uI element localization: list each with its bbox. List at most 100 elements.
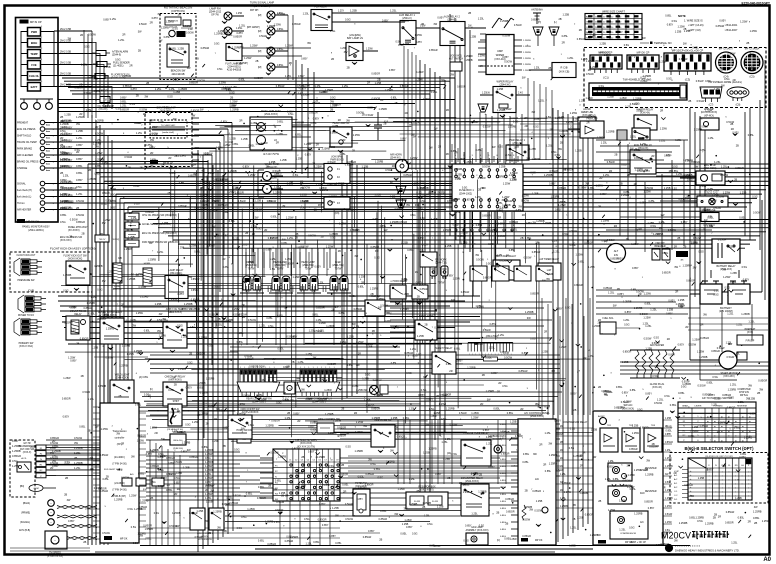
svg-text:1.25W: 1.25W: [723, 276, 731, 279]
svg-text:3W: 3W: [475, 254, 479, 257]
svg-text:3W: 3W: [748, 384, 752, 388]
svg-text:1.25W: 1.25W: [229, 105, 237, 108]
svg-text:○: ○: [722, 490, 724, 493]
svg-text:1.25RB: 1.25RB: [230, 108, 239, 112]
svg-text:0.85GR: 0.85GR: [350, 228, 359, 232]
svg-text:1.25B: 1.25B: [437, 506, 444, 509]
svg-text:3W: 3W: [560, 482, 564, 484]
svg-text:0.5GW: 0.5GW: [330, 131, 338, 134]
svg-text:0.5G: 0.5G: [84, 45, 89, 48]
svg-text:1.25L: 1.25L: [306, 543, 313, 546]
svg-text:0.85GR: 0.85GR: [143, 524, 152, 527]
svg-text:2B: 2B: [450, 195, 453, 199]
svg-text:0.5GW: 0.5GW: [515, 435, 523, 438]
svg-text:1: 1: [487, 259, 489, 261]
svg-text:1.25RB: 1.25RB: [265, 520, 274, 523]
svg-text:0.85L: 0.85L: [324, 484, 331, 487]
svg-text:1.25W: 1.25W: [478, 54, 486, 57]
svg-text:1.25L: 1.25L: [475, 304, 482, 308]
svg-text:1.25RB: 1.25RB: [145, 528, 154, 531]
svg-text:2B: 2B: [560, 442, 563, 444]
svg-text:1.25RB: 1.25RB: [753, 510, 762, 514]
svg-text:6: 6: [623, 519, 625, 521]
svg-text:2R: 2R: [50, 466, 53, 470]
svg-text:0.85L: 0.85L: [446, 363, 453, 366]
svg-text:1: 1: [265, 367, 266, 369]
svg-text:0.5G: 0.5G: [379, 297, 385, 301]
svg-text:1.25W: 1.25W: [558, 203, 566, 207]
svg-text:3W: 3W: [703, 313, 707, 316]
svg-text:7: 7: [126, 320, 128, 322]
svg-text:1: 1: [257, 367, 258, 369]
svg-text:(XXXX-XXXX): (XXXX-XXXX): [68, 259, 83, 261]
svg-text:R4: R4: [275, 499, 279, 501]
svg-text:N: N: [275, 477, 277, 479]
svg-text:2B: 2B: [683, 244, 686, 248]
svg-text:1.25L: 1.25L: [354, 325, 361, 328]
svg-text:5: 5: [130, 223, 132, 225]
svg-text:0.5GW: 0.5GW: [450, 424, 458, 427]
svg-text:3: 3: [701, 88, 703, 90]
svg-text:3: 3: [527, 388, 529, 390]
svg-text:(24V-60W): (24V-60W): [349, 34, 361, 37]
svg-text:6: 6: [197, 373, 199, 375]
svg-text:5: 5: [543, 491, 545, 493]
svg-text:1.25B: 1.25B: [279, 492, 286, 495]
svg-text:0.85Y: 0.85Y: [161, 477, 168, 480]
svg-text:1.25W: 1.25W: [750, 413, 758, 416]
svg-text:1.25W: 1.25W: [353, 134, 361, 137]
svg-text:1.25RB: 1.25RB: [573, 455, 582, 458]
svg-text:1.25B: 1.25B: [329, 146, 336, 149]
svg-text:1.25L: 1.25L: [730, 383, 737, 387]
svg-text:1.25L: 1.25L: [608, 460, 615, 463]
svg-text:FUSE BOX 1: FUSE BOX 1: [459, 189, 474, 192]
svg-text:3W: 3W: [469, 55, 473, 58]
svg-text:CUT-OFF SW: CUT-OFF SW: [20, 449, 35, 451]
svg-text:0.85L: 0.85L: [700, 149, 707, 152]
svg-text:1.25W: 1.25W: [477, 306, 485, 309]
svg-text:0.5GW: 0.5GW: [556, 469, 564, 472]
svg-text:4: 4: [588, 460, 590, 462]
svg-text:0.85L: 0.85L: [407, 249, 414, 252]
svg-text:1.25RB: 1.25RB: [478, 491, 487, 494]
svg-text:3W: 3W: [759, 388, 763, 392]
svg-text:1.25B: 1.25B: [510, 177, 517, 181]
svg-text:1.25B: 1.25B: [92, 347, 99, 350]
svg-text:0.85GR: 0.85GR: [327, 184, 336, 187]
svg-text:1.25RB: 1.25RB: [508, 125, 517, 128]
svg-text:1.25L: 1.25L: [640, 142, 647, 146]
svg-text:RESISTER: RESISTER: [645, 491, 657, 493]
svg-text:3W: 3W: [420, 180, 424, 184]
svg-text:LEVER: LEVER: [695, 406, 702, 408]
svg-text:3: 3: [472, 155, 474, 157]
svg-text:(XP 4XX): (XP 4XX): [704, 115, 714, 117]
svg-text:3W: 3W: [548, 442, 552, 445]
svg-text:1.25RB: 1.25RB: [500, 20, 509, 23]
svg-text:3W: 3W: [144, 96, 148, 99]
svg-text:3W: 3W: [378, 307, 382, 310]
svg-text:(XXX-4X): (XXX-4X): [640, 113, 650, 115]
svg-text:1.25L: 1.25L: [418, 250, 425, 253]
svg-text:1.25RB: 1.25RB: [60, 122, 69, 126]
svg-text:0.85Y: 0.85Y: [62, 202, 69, 205]
svg-text:1.25L: 1.25L: [237, 332, 244, 335]
svg-text:1.25W: 1.25W: [631, 243, 639, 246]
svg-text:0.85Y: 0.85Y: [305, 154, 312, 157]
svg-text:0.85L: 0.85L: [665, 14, 672, 17]
svg-text:1.25L: 1.25L: [74, 451, 81, 455]
svg-text:2B: 2B: [74, 456, 77, 460]
svg-text:7: 7: [300, 148, 302, 150]
svg-text:0.85GR: 0.85GR: [644, 500, 653, 503]
svg-text:3W: 3W: [644, 169, 648, 172]
svg-text:+: +: [690, 475, 692, 477]
svg-text:●: ●: [735, 425, 737, 428]
svg-text:0.85GR: 0.85GR: [196, 353, 205, 356]
svg-text:1: 1: [253, 367, 254, 369]
svg-text:controller: controller: [115, 437, 125, 440]
svg-text:(2544-XX): (2544-XX): [267, 167, 278, 169]
svg-text:(XX-XXXX): (XX-XXXX): [68, 230, 80, 232]
svg-text:3W: 3W: [542, 279, 546, 282]
svg-text:0.85GR: 0.85GR: [584, 240, 593, 244]
svg-text:1.25B: 1.25B: [60, 192, 67, 196]
svg-text:0.5GW: 0.5GW: [257, 365, 265, 368]
